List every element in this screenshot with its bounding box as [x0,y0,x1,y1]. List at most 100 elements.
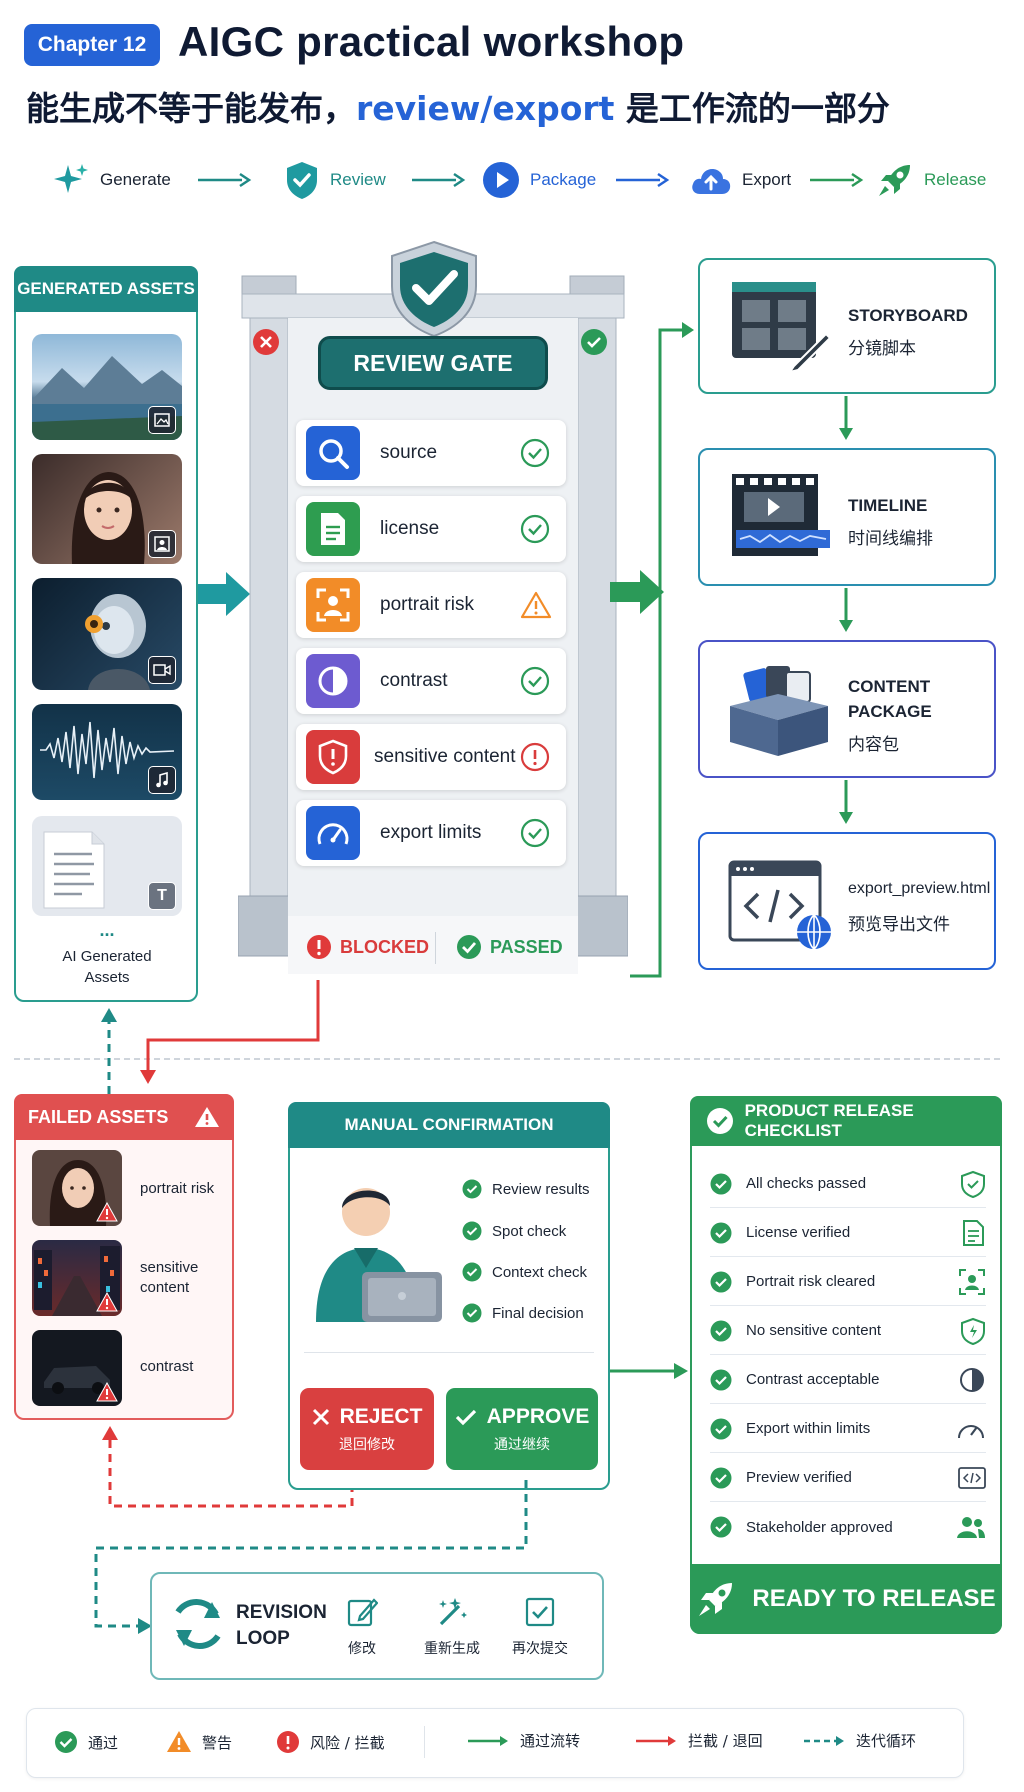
revision-step-label: 修改 [348,1641,376,1657]
thumb-document[interactable]: T [32,816,182,916]
magic-wand-icon [439,1598,467,1626]
risk-icon [307,935,331,959]
checklist-item[interactable]: License verified [710,1209,986,1257]
gate-check-source[interactable]: source [296,420,566,486]
check-label: export limits [380,822,482,843]
release-label: READY TO RELEASE [752,1585,996,1612]
gate-check-sensitive-content[interactable]: sensitive content [296,724,566,790]
failed-thumb-portrait[interactable] [32,1150,122,1226]
revision-title-line: REVISION [236,1602,327,1623]
checklist-item[interactable]: Contrast acceptable [710,1356,986,1404]
checklist-item[interactable]: Portrait risk cleared [710,1258,986,1306]
revision-step-regenerate[interactable]: 重新生成 [424,1596,480,1658]
thumb-landscape[interactable] [32,334,182,440]
manual-check-item[interactable]: Spot check [462,1216,590,1246]
contrast-icon [306,654,360,708]
face-scan-icon [959,1268,985,1295]
thumb-robot[interactable] [32,578,182,690]
checklist-item[interactable]: Stakeholder approved [710,1503,986,1551]
legend-label: 通过流转 [520,1732,581,1750]
check-circle-icon [462,1303,482,1323]
code-icon [958,1466,986,1489]
pipeline-arrow [412,172,466,188]
gate-check-contrast[interactable]: contrast [296,648,566,714]
failed-thumb-city[interactable] [32,1240,122,1316]
check-label: license [380,518,440,539]
manual-check-item[interactable]: Final decision [462,1298,590,1328]
blocked-flow-connector [140,980,320,1084]
reject-button[interactable]: REJECT 退回修改 [300,1388,434,1470]
document-icon [306,502,360,556]
thumb-audio[interactable] [32,704,182,800]
check-risk-icon [520,742,550,772]
checklist-item[interactable]: Preview verified [710,1454,986,1502]
check-label: contrast [380,670,448,691]
check-circle-icon [710,1418,732,1439]
pipeline-arrow [810,172,864,188]
play-circle-icon [483,162,519,198]
failed-thumb-car[interactable] [32,1330,122,1406]
package-box-icon [730,666,828,756]
check-label: portrait risk [380,594,474,615]
search-icon [306,426,360,480]
flow-arrow-down [839,588,853,632]
checklist-label: Export within limits [746,1420,871,1437]
manual-check-label: Context check [492,1263,588,1281]
pipeline-label: Export [742,170,792,189]
gate-check-portrait-risk[interactable]: portrait risk [296,572,566,638]
gate-blocked-status: BLOCKED [306,934,429,960]
revision-step-label: 重新生成 [424,1641,480,1657]
legend-flow: 通过流转 [468,1730,580,1751]
ready-to-release-button[interactable]: READY TO RELEASE [690,1564,1002,1634]
manual-check-label: Spot check [492,1222,567,1240]
revision-step-edit[interactable]: 修改 [346,1596,378,1658]
check-warn-icon [520,591,552,619]
page-subtitle: 能生成不等于能发布，review/export 是工作流的一部分 [26,82,890,130]
shield-check-icon [961,1170,985,1198]
rocket-icon [879,165,910,196]
check-label: source [380,442,438,463]
reviewer-illustration [316,1188,442,1322]
robot-image [85,594,150,690]
legend-block: 拦截 / 退回 [636,1730,763,1751]
output-export-preview[interactable]: export_preview.html 预览导出文件 [698,832,996,970]
check-circle-icon [710,1467,732,1488]
manual-check-item[interactable]: Review results [462,1174,590,1204]
gate-check-export-limits[interactable]: export limits [296,800,566,866]
manual-check-item[interactable]: Context check [462,1257,590,1287]
check-pass-icon [520,514,550,544]
checklist-item[interactable]: All checks passed [710,1160,986,1208]
check-circle-icon [462,1221,482,1241]
failed-item-label: portrait risk [140,1180,215,1197]
flow-arrow-down [839,396,853,440]
risk-icon [277,1731,299,1753]
approve-button[interactable]: APPROVE 通过继续 [446,1388,598,1470]
solid-green-arrow [468,1735,508,1746]
checklist-item[interactable]: No sensitive content [710,1307,986,1355]
image-icon [148,406,176,434]
warning-icon [195,1107,219,1127]
pipeline-label: Package [530,170,597,189]
pipeline-label: Release [924,170,987,189]
manual-check-label: Final decision [492,1304,584,1322]
pass-icon [55,1731,77,1753]
checklist-item[interactable]: Export within limits [710,1405,986,1453]
output-timeline[interactable]: TIMELINE 时间线编排 [698,448,996,586]
gate-green-light [581,329,607,355]
pipeline-label: Review [330,170,386,189]
gauge-icon [306,806,360,860]
pipeline-step-review: Review [284,158,386,202]
gate-check-license[interactable]: license [296,496,566,562]
pass-icon [457,935,481,959]
revision-step-resubmit[interactable]: 再次提交 [512,1596,568,1658]
solid-red-arrow [636,1735,676,1746]
warning-icon [96,1202,118,1222]
checklist-label: Portrait risk cleared [746,1273,876,1290]
loop-back-connector [101,1008,117,1094]
output-storyboard[interactable]: STORYBOARD 分镜脚本 [698,258,996,394]
caption-line: Assets [84,969,130,986]
thumb-portrait[interactable] [32,454,182,564]
pipeline-step-generate: Generate [52,158,171,202]
